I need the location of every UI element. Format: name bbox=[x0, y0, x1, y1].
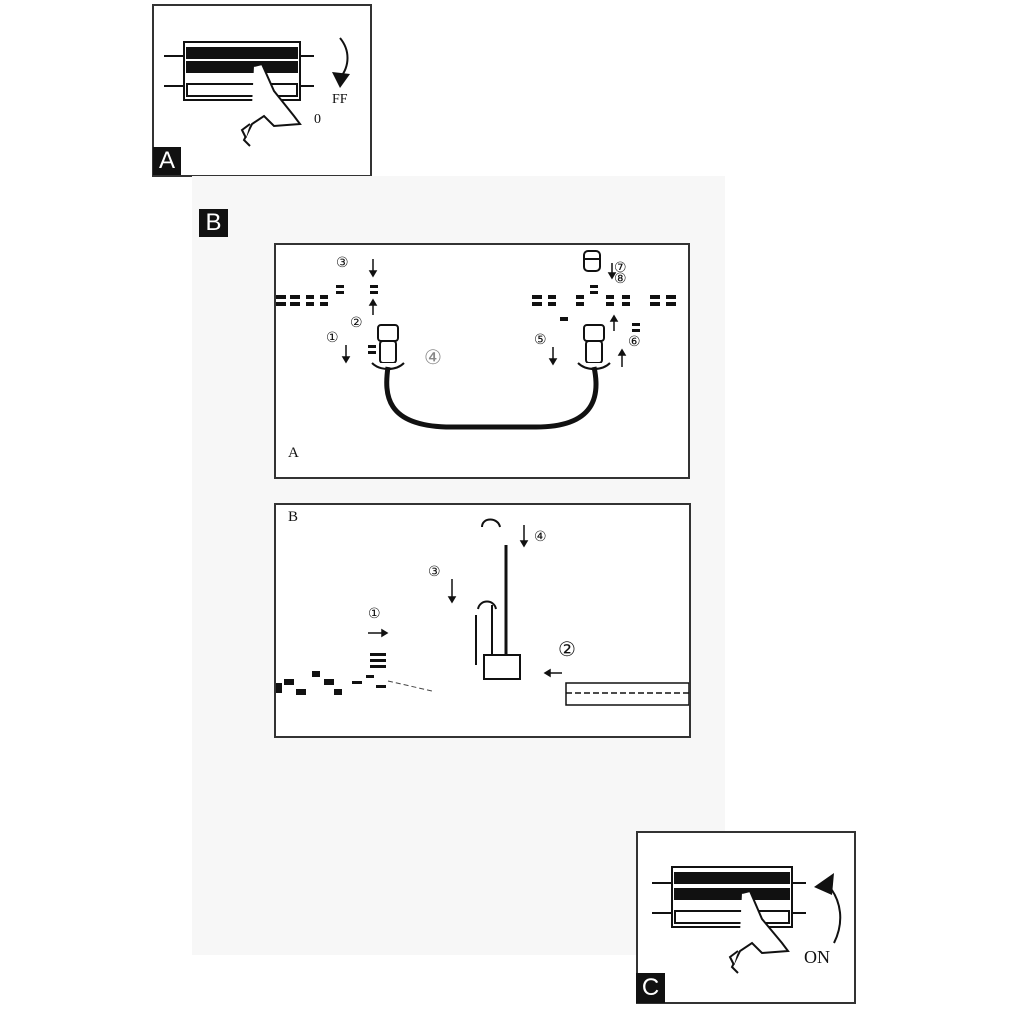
marker-4: ④ bbox=[424, 345, 442, 369]
step-b-tag: B bbox=[199, 209, 228, 237]
breaker-switch-off-illustration bbox=[164, 37, 350, 147]
off-action-label: FF bbox=[332, 92, 348, 107]
cable-connector-illustration bbox=[276, 250, 676, 430]
terminal-wiring-illustration bbox=[276, 518, 689, 706]
breaker-panel-icon bbox=[652, 866, 806, 928]
marker-b-1: ① bbox=[368, 606, 381, 622]
breaker-panel-icon bbox=[164, 41, 314, 101]
rotate-arrow-icon bbox=[332, 37, 350, 88]
on-state-label: ON bbox=[804, 947, 830, 967]
gland-nut-icon bbox=[583, 250, 601, 272]
terminal-screw-icon bbox=[475, 518, 521, 680]
left-terminal-strip bbox=[276, 653, 386, 695]
subpanel-b-label: B bbox=[288, 509, 299, 525]
step-a-tag: A bbox=[153, 147, 181, 175]
step-c-panel: ON bbox=[636, 831, 856, 1004]
marker-8: ⑧ bbox=[614, 271, 627, 287]
marker-7: ⑦ bbox=[614, 260, 627, 276]
breaker-switch-on-illustration bbox=[652, 866, 842, 974]
cable-connector-icon bbox=[371, 324, 611, 370]
step-c-tag: C bbox=[636, 973, 665, 1003]
marker-b-2: ② bbox=[558, 637, 576, 661]
marker-1: ① bbox=[326, 330, 339, 346]
marker-6: ⑥ bbox=[628, 334, 641, 350]
marker-b-4: ④ bbox=[534, 529, 547, 545]
cable-install-subpanel-a: ③ ② ① ④ ⑦ ⑧ ⑤ ⑥ A bbox=[274, 243, 690, 479]
terminal-block-icon bbox=[565, 682, 689, 706]
hand-icon bbox=[240, 62, 302, 147]
off-state-label: 0 bbox=[314, 112, 321, 127]
left-device-terminals bbox=[276, 285, 378, 354]
cable-install-subpanel-b: ④ ③ ① ② B bbox=[274, 503, 691, 738]
direction-arrows bbox=[341, 259, 627, 367]
marker-5: ⑤ bbox=[534, 332, 547, 348]
marker-b-3: ③ bbox=[428, 564, 441, 580]
direction-arrows-b bbox=[368, 525, 562, 678]
subpanel-a-label: A bbox=[288, 445, 299, 461]
marker-3: ③ bbox=[336, 255, 349, 271]
hand-icon bbox=[728, 889, 790, 974]
cable-icon bbox=[384, 366, 599, 430]
rotate-arrow-icon bbox=[814, 873, 842, 944]
marker-2: ② bbox=[350, 315, 363, 331]
right-device-terminals bbox=[532, 285, 676, 332]
step-a-panel: FF 0 bbox=[152, 4, 372, 177]
